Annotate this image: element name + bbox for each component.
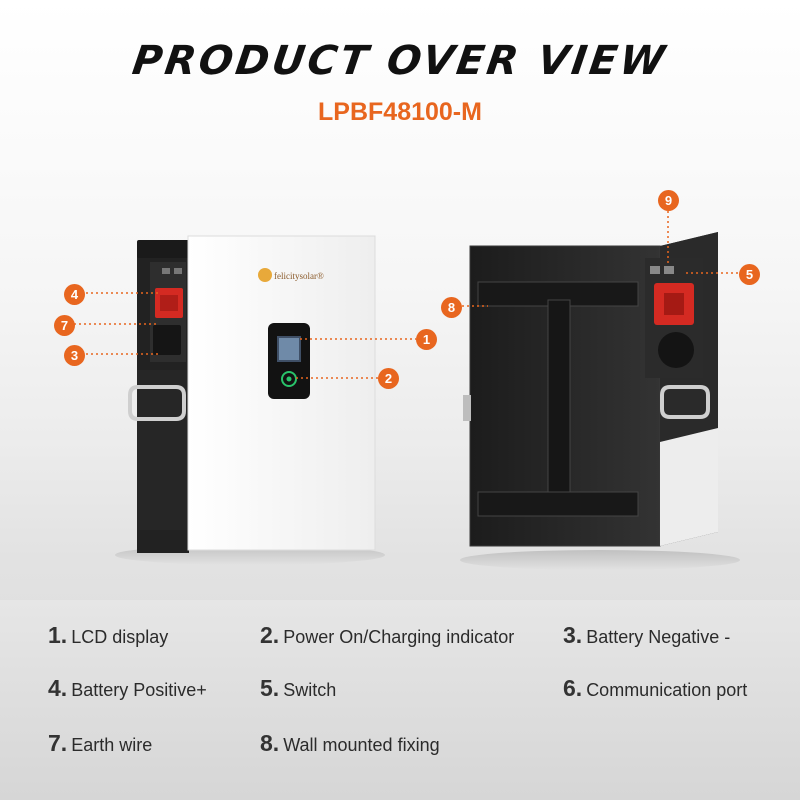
marker-7: 7: [54, 315, 75, 336]
legend-item-4: 4.Battery Positive+: [48, 675, 207, 701]
legend-item-7: 7.Earth wire: [48, 730, 153, 756]
legend-item-3: 3.Battery Negative -: [563, 622, 731, 648]
marker-3: 3: [64, 345, 85, 366]
battery-front-view: felicitysolar®: [115, 235, 385, 565]
marker-8: 8: [441, 297, 462, 318]
marker-4: 4: [64, 284, 85, 305]
legend-item-1: 1.LCD display: [48, 622, 169, 648]
legend-item-5: 5.Switch: [260, 675, 337, 701]
marker-1: 1: [416, 329, 437, 350]
legend-item-2: 2.Power On/Charging indicator: [260, 622, 515, 648]
marker-6: 6: [658, 190, 679, 211]
legend-item-6: 6.Communication port: [563, 675, 748, 701]
marker-5: 5: [739, 264, 760, 285]
brand-logo-text: felicitysolar®: [274, 271, 324, 281]
battery-rear-view: [460, 232, 740, 570]
product-illustration: felicitysolar®: [74, 206, 740, 570]
legend-item-8: 8.Wall mounted fixing: [260, 730, 440, 756]
marker-2: 2: [378, 368, 399, 389]
feature-legend: 1.LCD display 2.Power On/Charging indica…: [0, 600, 800, 800]
leader-lines: [74, 206, 740, 379]
model-number: LPBF48100-M: [318, 98, 482, 126]
